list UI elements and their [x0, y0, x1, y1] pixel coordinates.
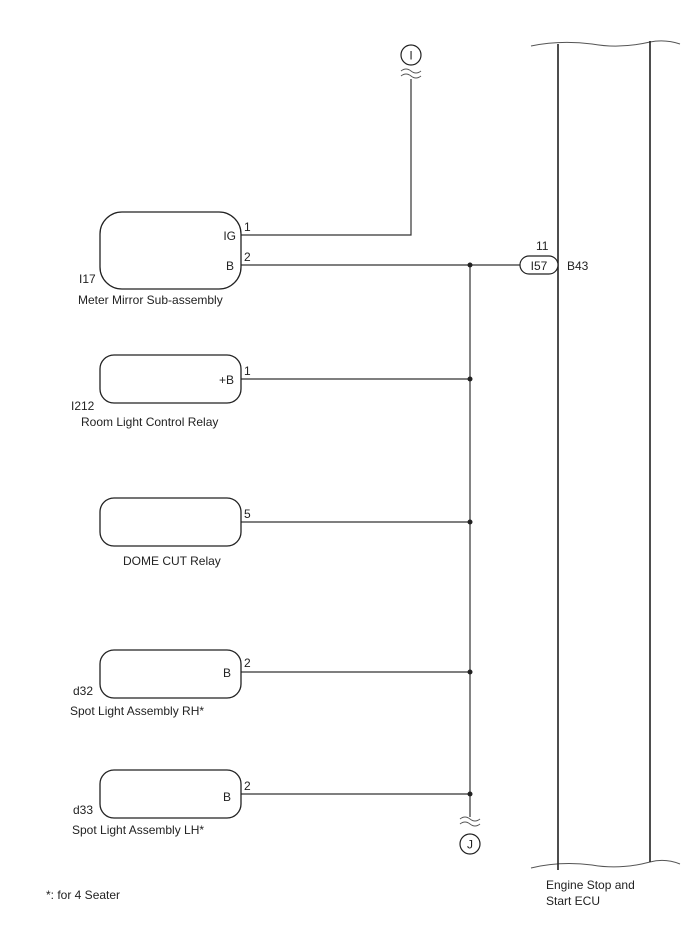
connector-ref-i: I: [400, 44, 422, 79]
junction-dot: [467, 791, 473, 797]
terminal-label-ig: IG: [223, 229, 236, 243]
component-box: [99, 649, 242, 699]
component-code: d32: [73, 684, 93, 698]
break-mark-top-2: [400, 73, 422, 79]
footnote: *: for 4 Seater: [46, 888, 120, 902]
break-mark-bottom: [459, 816, 481, 822]
junction-dot: [467, 519, 473, 525]
pin-number: 5: [244, 507, 251, 521]
component-box: [99, 497, 242, 547]
component-code: d33: [73, 803, 93, 817]
ecu-pin-number: 11: [536, 239, 549, 253]
component-box: [99, 769, 242, 819]
component-name: Meter Mirror Sub-assembly: [78, 293, 223, 307]
pin-number: 2: [244, 779, 251, 793]
break-mark-top: [400, 68, 422, 74]
component-box: [99, 354, 242, 404]
connector-ref-j: J: [459, 816, 481, 855]
ecu-connector-code: B43: [567, 259, 589, 273]
terminal-label-plus-b: +B: [219, 373, 234, 387]
component-box: [99, 211, 242, 290]
component-name: Spot Light Assembly LH*: [72, 823, 204, 837]
pin-number: 1: [244, 364, 251, 378]
pin-number: 2: [244, 656, 251, 670]
pin-number: 1: [244, 220, 251, 234]
inline-connector: I57 11 B43: [519, 239, 589, 275]
connector-ref-j-label: J: [467, 838, 473, 852]
component-name: Spot Light Assembly RH*: [70, 704, 204, 718]
component-room-light-relay: +B 1 I212 Room Light Control Relay: [71, 354, 251, 429]
ecu-name-line1: Engine Stop and: [546, 878, 635, 892]
terminal-label-b: B: [226, 259, 234, 273]
pin-number: 2: [244, 250, 251, 264]
connector-ref-i-circle: [400, 44, 422, 66]
inline-connector-shape: [519, 255, 559, 275]
inline-connector-label: I57: [531, 259, 548, 273]
component-code: I212: [71, 399, 95, 413]
connector-ref-i-label: I: [409, 49, 412, 63]
component-meter-mirror: IG 1 B 2 I17 Meter Mirror Sub-assembly: [78, 211, 251, 307]
terminal-label-b: B: [223, 666, 231, 680]
connector-ref-j-circle: [459, 833, 481, 855]
component-name: Room Light Control Relay: [81, 415, 218, 429]
terminal-label-b: B: [223, 790, 231, 804]
component-spot-light-lh: B 2 d33 Spot Light Assembly LH*: [72, 769, 251, 837]
ecu-engine-stop-start: Engine Stop and Start ECU: [530, 40, 681, 908]
ecu-break-bottom: [530, 859, 681, 869]
junction-dot: [467, 376, 473, 382]
wire-ig: [241, 79, 412, 236]
break-mark-bottom-2: [459, 821, 481, 827]
component-dome-cut-relay: 5 DOME CUT Relay: [99, 497, 251, 568]
component-name: DOME CUT Relay: [123, 554, 221, 568]
component-spot-light-rh: B 2 d32 Spot Light Assembly RH*: [70, 649, 251, 718]
junction-dot: [467, 669, 473, 675]
junction-dot: [467, 262, 473, 268]
component-code: I17: [79, 272, 96, 286]
ecu-break-top: [530, 40, 681, 47]
ecu-name-line2: Start ECU: [546, 894, 600, 908]
